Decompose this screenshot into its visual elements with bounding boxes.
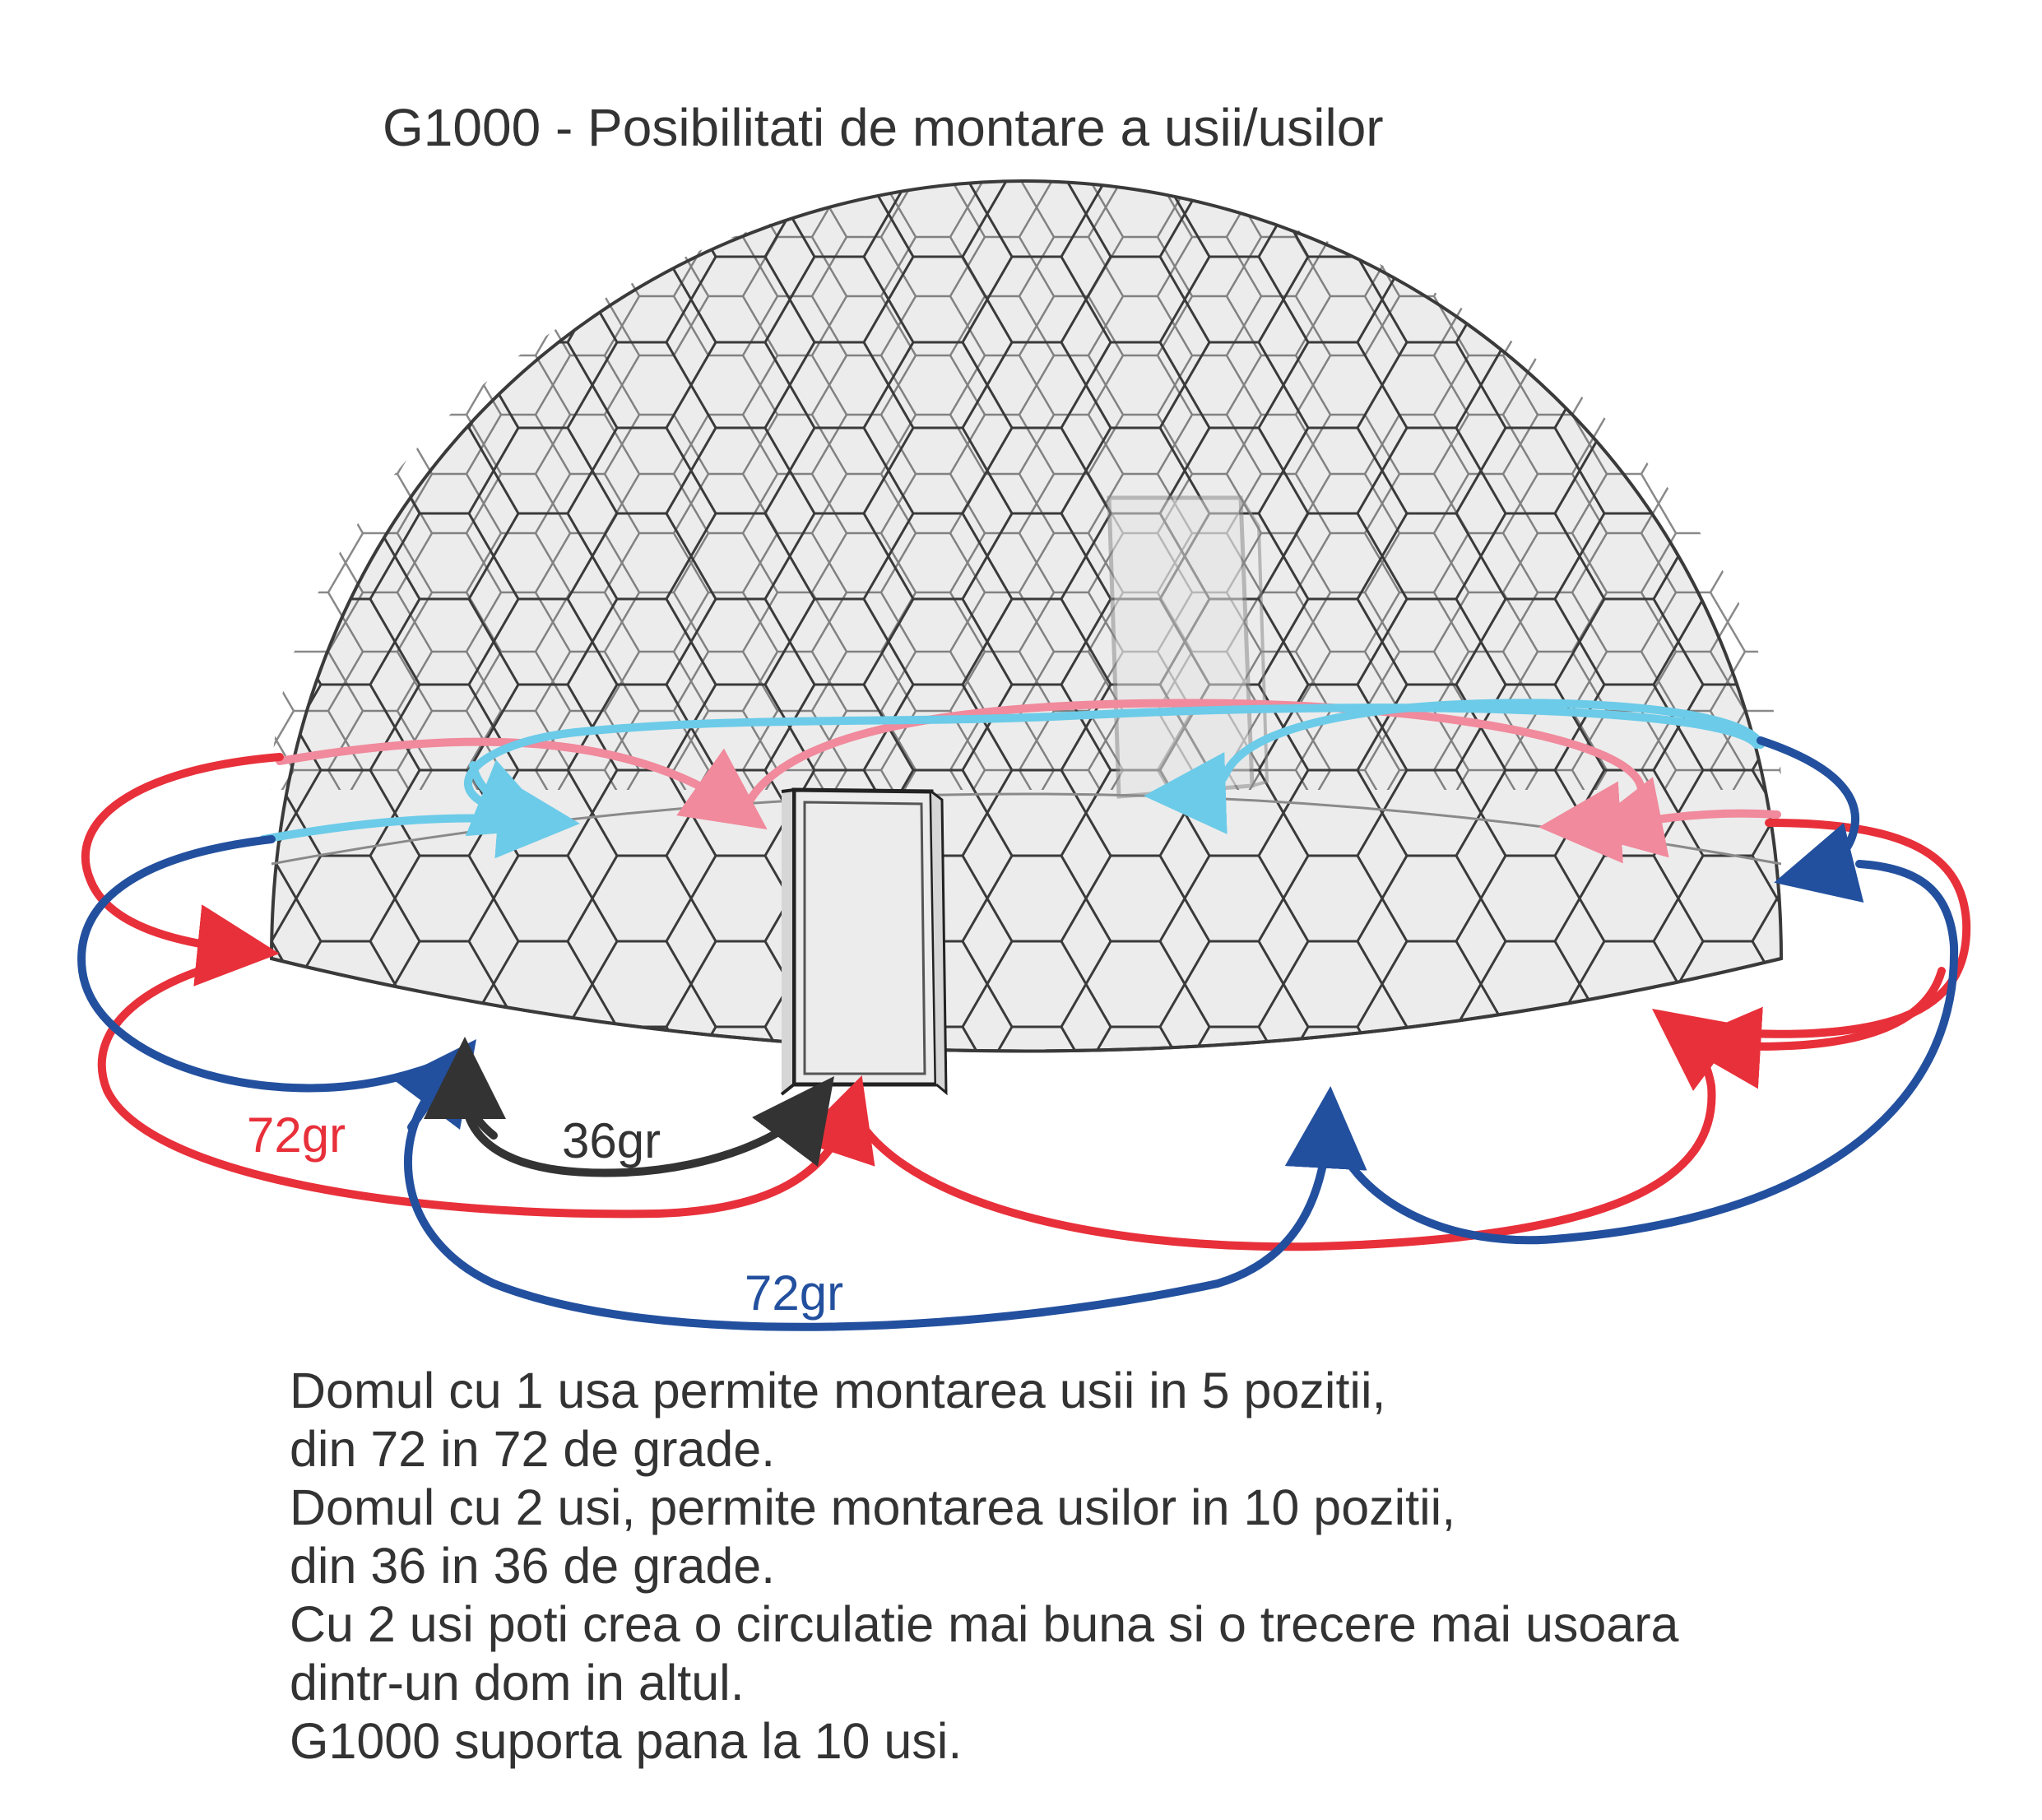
blue-arrow-right-loop — [1757, 736, 1864, 903]
red-arrow-left-loop — [81, 753, 284, 987]
red-arrow-bottom-right — [847, 1008, 1743, 1251]
cyan-arrow-head-left — [465, 759, 558, 837]
blue-arrow-72-bottom — [403, 1061, 1367, 1331]
red-arrow-72-left — [97, 950, 875, 1219]
diagram-title: G1000 - Posibilitati de montare a usii/u… — [383, 98, 1384, 157]
front-door — [780, 787, 948, 1096]
description-line: G1000 suporta pana la 10 usi. — [290, 1713, 963, 1769]
red-arrow-right-loop — [1674, 819, 1971, 1038]
cyan-arrow-arc — [464, 703, 1761, 819]
cyan-arrow-back — [1222, 699, 1765, 778]
black-arrow — [424, 1037, 835, 1177]
pink-arrow-right — [1580, 777, 1781, 858]
red-arrow-right-head — [1678, 967, 1946, 1089]
black-angle-label: 36gr — [562, 1113, 661, 1168]
dome-base-edge — [271, 957, 1782, 1053]
description: Domul cu 1 usa permite montarea usii in … — [290, 1362, 1935, 1771]
red-arrows — [81, 753, 1971, 1251]
description-line: Cu 2 usi poti crea o circulatie mai buna… — [290, 1596, 1679, 1652]
blue-arrows — [77, 736, 1959, 1331]
blue-angle-label: 72gr — [745, 1265, 844, 1321]
description-line: Domul cu 2 usi, permite montarea usilor … — [290, 1479, 1456, 1535]
back-door — [1107, 495, 1269, 799]
description-line: Domul cu 1 usa permite montarea usii in … — [290, 1363, 1386, 1418]
black-arrow-36 — [460, 1076, 835, 1177]
description-line: din 72 in 72 de grade. — [290, 1421, 776, 1477]
cyan-arrow-head-right — [1144, 752, 1230, 834]
cyan-arrows — [259, 699, 1765, 859]
red-angle-label: 72gr — [247, 1107, 346, 1163]
description-line: dintr-un dom in altul. — [290, 1655, 745, 1711]
pink-arrow-left — [276, 737, 768, 830]
dome — [269, 179, 1784, 1053]
black-arrow-head-start — [424, 1037, 507, 1140]
blue-arrow-bottom-right — [1325, 860, 1959, 1245]
description-line: din 36 in 36 de grade. — [290, 1538, 776, 1594]
